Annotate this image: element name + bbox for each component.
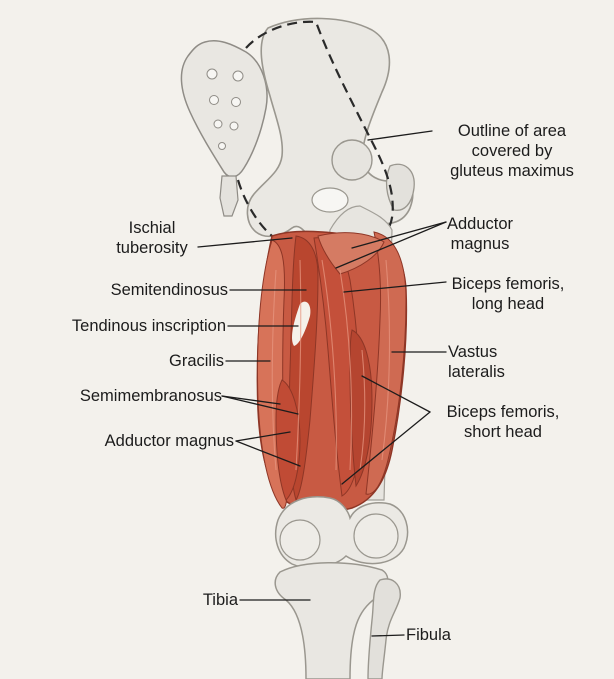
sacral-foramen (214, 120, 222, 128)
hip-bone (247, 18, 412, 250)
sacral-foramen (210, 96, 219, 105)
label-biceps-femoris-short-head: Biceps femoris, short head (432, 402, 574, 442)
label-semimembranosus: Semimembranosus (16, 386, 222, 406)
label-fibula: Fibula (406, 625, 486, 645)
label-adductor-magnus-upper: Adductor magnus (440, 214, 520, 254)
sacral-foramen (233, 71, 243, 81)
label-gracilis: Gracilis (120, 351, 224, 371)
sacral-foramen (232, 98, 241, 107)
sacrum (181, 41, 267, 177)
femoral-head (332, 140, 372, 180)
label-adductor-magnus-lower: Adductor magnus (20, 431, 234, 451)
obturator-foramen (312, 188, 348, 212)
label-biceps-femoris-long-head: Biceps femoris, long head (440, 274, 576, 314)
label-vastus-lateralis: Vastus lateralis (448, 342, 528, 382)
label-semitendinosus: Semitendinosus (40, 280, 228, 300)
label-ischial-tuberosity: Ischial tuberosity (106, 218, 198, 258)
label-tibia: Tibia (170, 590, 238, 610)
label-tendinous-inscription: Tendinous inscription (4, 316, 226, 336)
leader-line-gluteus (368, 131, 432, 140)
sacral-foramen (230, 122, 238, 130)
medial-condyle (280, 520, 320, 560)
lateral-condyle (354, 514, 398, 558)
coccyx (220, 176, 238, 216)
label-outline-gluteus-maximus: Outline of area covered by gluteus maxim… (426, 121, 598, 181)
sacral-foramen (207, 69, 217, 79)
sacral-foramen (219, 143, 226, 150)
